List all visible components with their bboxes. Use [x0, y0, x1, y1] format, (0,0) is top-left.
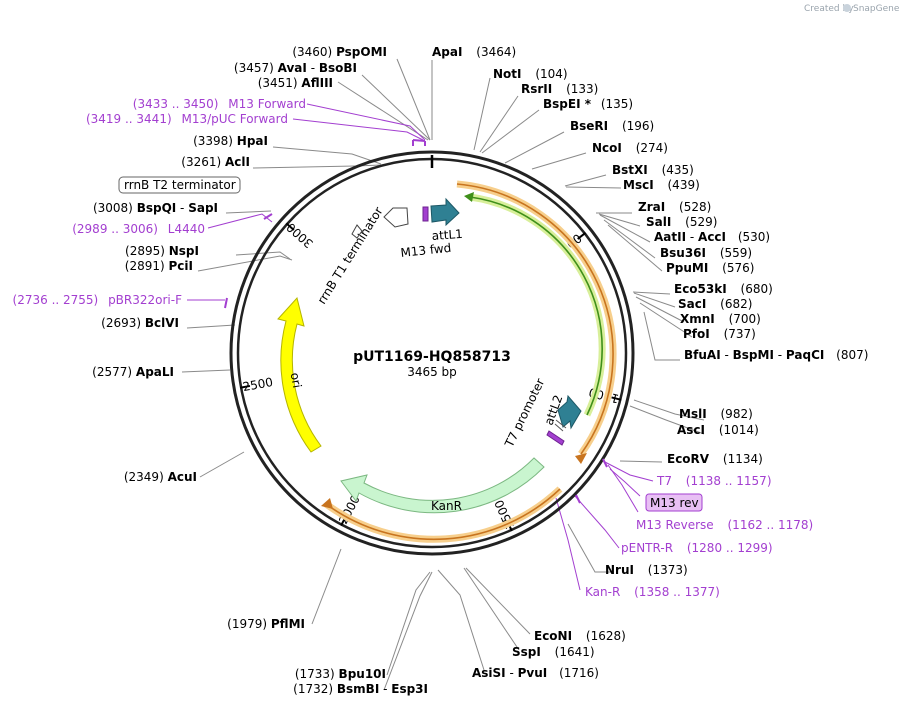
- primer-label[interactable]: (2736 .. 2755) pBR322ori-F: [13, 293, 183, 307]
- backbone: [229, 150, 635, 556]
- snapgene-watermark: Created by SnapGene: [804, 4, 900, 14]
- scale-tick-label: 2500: [242, 375, 275, 394]
- site-label[interactable]: (2891) PciI: [125, 259, 193, 273]
- snapgene-logo-icon: [843, 4, 851, 12]
- attl1-label: attL1: [431, 227, 463, 243]
- site-label[interactable]: MscI (439): [623, 178, 700, 192]
- site-label[interactable]: AscI (1014): [677, 423, 759, 437]
- m13-rev-boxed-label[interactable]: M13 rev: [645, 493, 703, 512]
- primer-label[interactable]: Kan-R (1358 .. 1377): [585, 585, 720, 599]
- scale-tick: [285, 222, 295, 231]
- site-label[interactable]: SspI (1641): [512, 645, 595, 659]
- site-label[interactable]: BspEI * (135): [543, 97, 633, 111]
- plasmid-length: 3465 bp: [407, 365, 457, 379]
- site-label[interactable]: (1979) PflMI: [227, 617, 305, 631]
- site-label[interactable]: (3398) HpaI: [193, 134, 268, 148]
- site-label[interactable]: MslI (982): [679, 407, 753, 421]
- rrnb-t1-label: rrnB T1 terminator: [315, 204, 386, 306]
- site-label[interactable]: (3460) PspOMI: [292, 45, 387, 59]
- site-label[interactable]: Eco53kI (680): [674, 282, 773, 296]
- primer-leader-lines: [187, 103, 654, 591]
- site-label[interactable]: ApaI (3464): [432, 45, 516, 59]
- site-label[interactable]: (2349) AcuI: [124, 470, 197, 484]
- site-label[interactable]: EcoNI (1628): [534, 629, 626, 643]
- site-label[interactable]: (3451) AflIII: [258, 76, 333, 90]
- site-label[interactable]: PpuMI (576): [666, 261, 754, 275]
- restriction-site-labels: (3460) PspOMI ApaI (3464) (3457) AvaI - …: [92, 45, 868, 696]
- site-label[interactable]: XmnI (700): [680, 312, 761, 326]
- backbone-outer-circle: [229, 150, 635, 556]
- orange-orf-arc: [321, 180, 617, 543]
- site-label[interactable]: NotI (104): [493, 67, 568, 81]
- scale-tick: [577, 232, 587, 240]
- site-label[interactable]: SacI (682): [678, 297, 752, 311]
- site-label[interactable]: SalI (529): [646, 215, 717, 229]
- site-label[interactable]: AatII - AccI (530): [654, 230, 770, 244]
- primer-label[interactable]: (3419 .. 3441) M13/pUC Forward: [86, 112, 288, 126]
- attl1-feature[interactable]: [430, 197, 460, 227]
- ori-feature[interactable]: [277, 296, 322, 453]
- m13-rev-label: M13 rev: [650, 496, 699, 510]
- m13-rev-leader: [609, 468, 641, 497]
- ori-label: ori: [288, 371, 304, 389]
- site-label[interactable]: (1732) BsmBI - Esp3I: [293, 682, 428, 696]
- t7-promoter-marks: [554, 419, 567, 432]
- rrnb-t2-label: rrnB T2 terminator: [124, 178, 236, 192]
- site-label[interactable]: RsrII (133): [521, 82, 598, 96]
- t7-promoter-label: T7 promoter: [502, 376, 548, 450]
- watermark-prefix: Created by: [804, 4, 854, 14]
- site-label[interactable]: BseRI (196): [570, 119, 654, 133]
- primer-label[interactable]: (3433 .. 3450) M13 Forward: [133, 97, 306, 111]
- primer-label[interactable]: pENTR-R (1280 .. 1299): [621, 541, 773, 555]
- site-label[interactable]: BstXI (435): [612, 163, 694, 177]
- site-label[interactable]: BfuAI - BspMI - PaqCI (807): [684, 348, 868, 362]
- site-label[interactable]: (2577) ApaLI: [92, 365, 174, 379]
- rrnb-t2-boxed-label[interactable]: rrnB T2 terminator: [118, 176, 241, 194]
- primer-label[interactable]: T7 (1138 .. 1157): [656, 474, 772, 488]
- m13-fwd-feature[interactable]: [422, 206, 429, 222]
- site-label[interactable]: (2693) BclVI: [101, 316, 179, 330]
- site-label[interactable]: (3457) AvaI - BsoBI: [234, 61, 357, 75]
- green-orf-arc: [464, 192, 606, 417]
- site-label[interactable]: (2895) NspI: [125, 244, 199, 258]
- site-label[interactable]: (3261) AclI: [181, 155, 250, 169]
- site-label[interactable]: AsiSI - PvuI (1716): [472, 666, 599, 680]
- site-label[interactable]: (3008) BspQI - SapI: [93, 201, 218, 215]
- site-label[interactable]: PfoI (737): [683, 327, 756, 341]
- site-label[interactable]: EcoRV (1134): [667, 452, 763, 466]
- rrnb-t2-feature[interactable]: [351, 224, 363, 239]
- plasmid-name: pUT1169-HQ858713: [353, 349, 511, 365]
- kanr-feature[interactable]: [340, 457, 545, 514]
- leader-lines: [181, 58, 705, 691]
- site-label[interactable]: Bsu36I (559): [660, 246, 752, 260]
- site-label[interactable]: NruI (1373): [605, 563, 688, 577]
- primer-labels: (3433 .. 3450) M13 Forward (3419 .. 3441…: [13, 97, 814, 599]
- site-label[interactable]: (1733) Bpu10I: [295, 667, 386, 681]
- primer-label[interactable]: (2989 .. 3006) L4440: [72, 222, 205, 236]
- primer-ticks: [224, 139, 608, 504]
- m13-fwd-label: M13 fwd: [400, 241, 452, 260]
- kanr-label: KanR: [431, 499, 462, 513]
- primer-label[interactable]: M13 Reverse (1162 .. 1178): [636, 518, 813, 532]
- scale-tick: [611, 396, 622, 401]
- watermark-brand: SnapGene: [853, 4, 900, 14]
- scale-tick: [239, 384, 251, 389]
- site-label[interactable]: NcoI (274): [592, 141, 668, 155]
- t7-promoter-feature[interactable]: [546, 430, 565, 446]
- site-label[interactable]: ZraI (528): [638, 200, 711, 214]
- rrnb-t1-feature[interactable]: [383, 207, 409, 228]
